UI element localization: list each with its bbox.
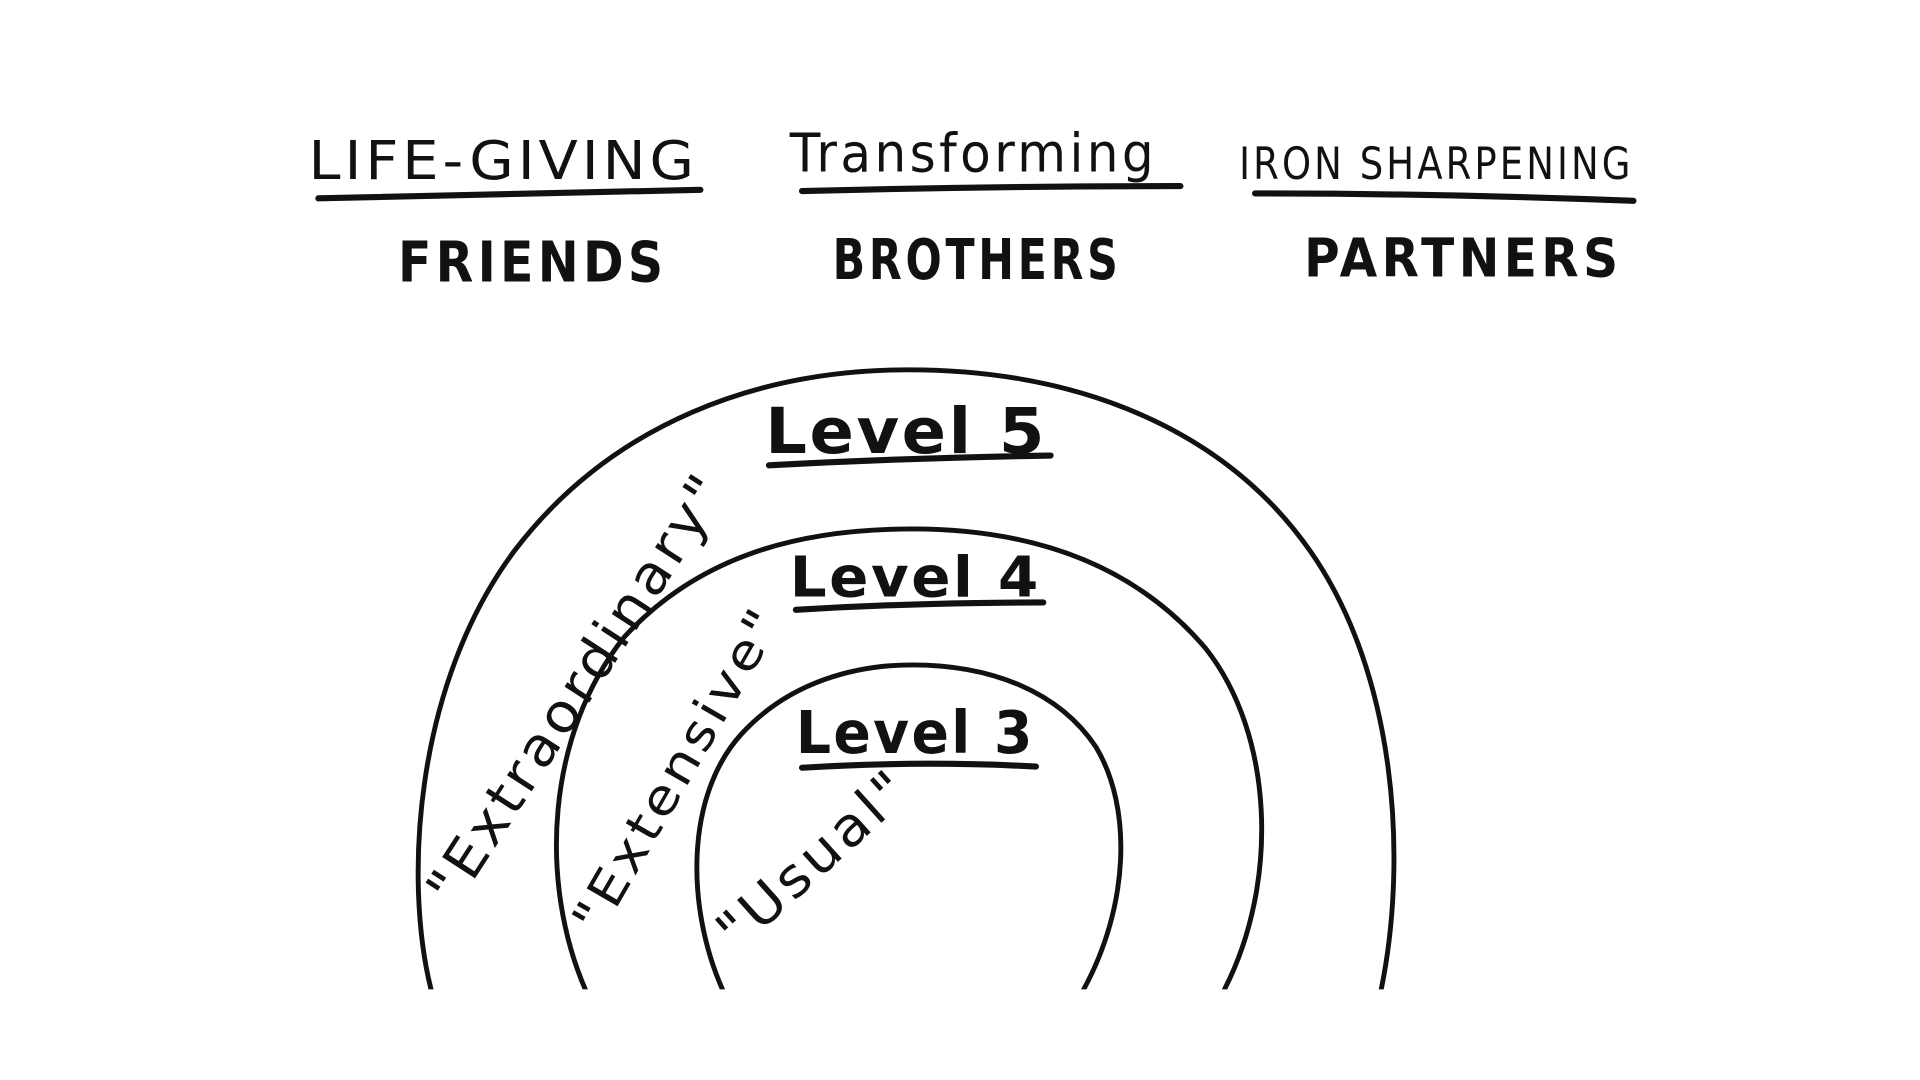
level-3: Level 3 "Usual" xyxy=(704,698,1039,963)
underline xyxy=(765,452,1054,469)
arch-level-5 xyxy=(415,367,1397,990)
level-3-descriptor: "Usual" xyxy=(704,756,924,963)
header-column-friends: LIFE-GIVING FRIENDS xyxy=(309,129,704,296)
level-3-label: Level 3 xyxy=(796,698,1035,767)
noun-partners: PARTNERS xyxy=(1304,227,1622,290)
level-4-label: Level 4 xyxy=(790,545,1041,610)
underline xyxy=(798,760,1039,771)
header-column-partners: IRON SHARPENING PARTNERS xyxy=(1239,139,1637,290)
underline xyxy=(1252,190,1637,204)
adjective-transforming: Transforming xyxy=(789,121,1157,184)
adjective-life-giving: LIFE-GIVING xyxy=(309,129,698,192)
arch-level-4 xyxy=(553,526,1265,990)
arch-level-3 xyxy=(694,662,1124,990)
header-column-brothers: Transforming BROTHERS xyxy=(789,121,1184,293)
noun-brothers: BROTHERS xyxy=(833,228,1122,293)
underline xyxy=(792,599,1047,613)
noun-friends: FRIENDS xyxy=(398,231,667,296)
underline xyxy=(798,183,1184,195)
adjective-iron-sharpening: IRON SHARPENING xyxy=(1239,139,1633,190)
underline xyxy=(315,186,704,202)
